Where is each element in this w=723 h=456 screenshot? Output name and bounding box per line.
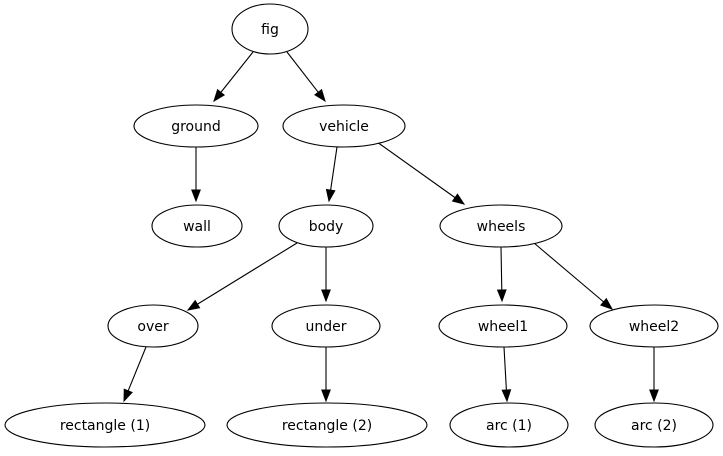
nodes-layer: fig ground vehicle wall body wheels over under w… (4, 3, 719, 448)
graph-node-arc2[interactable]: arc (2) (594, 402, 714, 448)
edge-line (330, 146, 338, 191)
arrowhead-icon (600, 297, 614, 310)
node-label-vehicle: vehicle (319, 119, 369, 135)
arrowhead-icon (321, 389, 331, 403)
node-shape-wheel2[interactable] (589, 304, 719, 348)
graph-node-rectangle2[interactable]: rectangle (2) (226, 402, 428, 448)
edge-line (220, 51, 254, 93)
graph-node-arc1[interactable]: arc (1) (449, 402, 569, 448)
edge-fig-to-ground (213, 51, 254, 103)
edge-wheel1-to-arc1 (501, 346, 512, 403)
node-shape-vehicle[interactable] (282, 104, 406, 148)
graph-node-body[interactable]: body (278, 204, 374, 248)
node-label-arc2: arc (2) (631, 418, 677, 434)
graph-node-wall[interactable]: wall (151, 204, 243, 248)
edge-wheel2-to-arc2 (649, 347, 659, 403)
edge-line (286, 51, 319, 93)
arrowhead-icon (501, 389, 512, 403)
edge-line (533, 242, 604, 303)
graph-node-ground[interactable]: ground (133, 104, 259, 148)
edge-under-to-rectangle2 (321, 347, 331, 403)
node-shape-rectangle1[interactable] (4, 402, 206, 448)
node-shape-wall[interactable] (151, 204, 243, 248)
edge-line (376, 141, 456, 199)
graph-node-wheel1[interactable]: wheel1 (438, 304, 568, 348)
arrowhead-icon (123, 388, 133, 403)
edge-wheels-to-wheel2 (533, 242, 614, 310)
node-label-wheels: wheels (477, 219, 526, 235)
graph-node-wheels[interactable]: wheels (439, 204, 563, 248)
node-label-wheel2: wheel2 (629, 319, 679, 335)
arrowhead-icon (649, 389, 659, 403)
graph-node-wheel2[interactable]: wheel2 (589, 304, 719, 348)
arrowhead-icon (451, 193, 466, 205)
edge-line (500, 246, 503, 291)
edge-fig-to-vehicle (286, 51, 326, 103)
edge-line (503, 346, 507, 391)
node-label-ground: ground (171, 119, 221, 135)
edges-layer (123, 51, 659, 403)
graph-node-vehicle[interactable]: vehicle (282, 104, 406, 148)
node-label-wall: wall (183, 219, 211, 235)
arrowhead-icon (191, 189, 201, 203)
node-shape-wheels[interactable] (439, 204, 563, 248)
node-label-wheel1: wheel1 (478, 319, 528, 335)
node-label-over: over (137, 319, 168, 335)
node-label-arc1: arc (1) (486, 418, 532, 434)
node-shape-rectangle2[interactable] (226, 402, 428, 448)
edge-line (127, 346, 147, 392)
node-shape-under[interactable] (271, 304, 381, 348)
edge-vehicle-to-body (325, 146, 338, 203)
arrowhead-icon (325, 188, 336, 203)
edge-line (197, 242, 298, 305)
node-shape-ground[interactable] (133, 104, 259, 148)
node-label-fig: fig (261, 22, 279, 38)
graph-node-over[interactable]: over (107, 304, 199, 348)
arrowhead-icon (314, 88, 326, 103)
node-shape-arc2[interactable] (594, 402, 714, 448)
edge-body-to-over (186, 242, 298, 311)
node-shape-over[interactable] (107, 304, 199, 348)
arrowhead-icon (321, 289, 331, 303)
graph-node-fig[interactable]: fig (231, 3, 309, 55)
node-label-rectangle1: rectangle (1) (60, 418, 150, 434)
edge-body-to-under (321, 247, 331, 303)
node-shape-fig[interactable] (231, 3, 309, 55)
node-label-under: under (305, 319, 346, 335)
node-label-rectangle2: rectangle (2) (282, 418, 372, 434)
edge-vehicle-to-wheels (376, 141, 466, 205)
arrowhead-icon (213, 88, 226, 103)
edge-ground-to-wall (191, 147, 201, 203)
node-label-body: body (309, 219, 344, 235)
node-shape-arc1[interactable] (449, 402, 569, 448)
arrowhead-icon (186, 299, 201, 311)
node-shape-body[interactable] (278, 204, 374, 248)
graph-node-under[interactable]: under (271, 304, 381, 348)
edge-over-to-rectangle1 (123, 346, 147, 403)
graph-node-rectangle1[interactable]: rectangle (1) (4, 402, 206, 448)
node-shape-wheel1[interactable] (438, 304, 568, 348)
edge-wheels-to-wheel1 (496, 246, 507, 303)
arrowhead-icon (496, 289, 507, 303)
